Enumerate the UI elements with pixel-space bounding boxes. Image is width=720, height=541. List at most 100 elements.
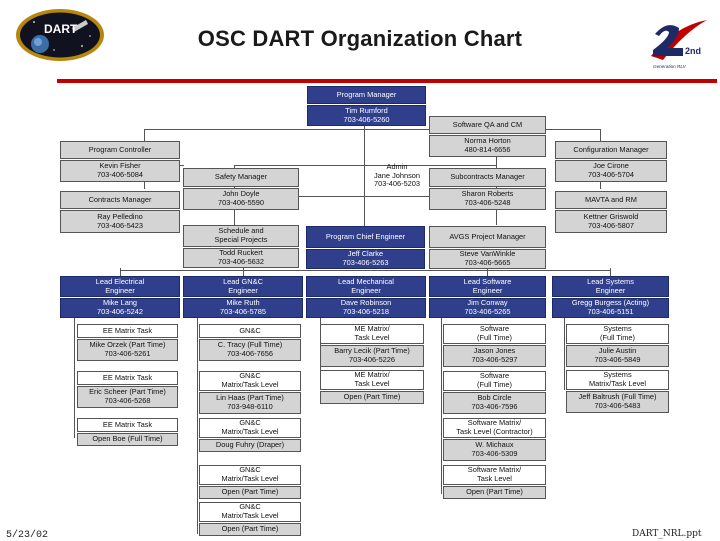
schedule-special-title-line1: Schedule and: [218, 226, 264, 236]
software-task-title-box: Software Matrix/Task Level (Contractor): [443, 418, 546, 438]
program-manager-phone: 703-406-5260: [343, 114, 390, 124]
program-controller-title: Program Controller: [88, 144, 152, 154]
program-manager-person: Tim Rumford 703-406-5260: [307, 105, 426, 126]
admin-phone: 703-406-5203: [373, 179, 421, 189]
task-title-line: Task Level: [354, 333, 390, 342]
task-title-line: ME Matrix/: [354, 324, 390, 334]
connector-line: [144, 129, 600, 130]
mavta-rm-box: MAVTA and RM: [555, 191, 667, 209]
task-person-line: 703-406-7596: [471, 402, 518, 411]
lead-name: Jim Conway: [467, 298, 508, 308]
mavta-rm-title: MAVTA and RM: [585, 194, 637, 204]
electrical-task-person-box: Eric Scheer (Part Time)703-406-5268: [77, 386, 178, 408]
lead-title-line1: Lead Systems: [587, 276, 634, 286]
lead-gnc-engineer-person: Mike Ruth 703-406-5785: [183, 298, 303, 318]
task-person-line: Lin Haas (Part Time): [216, 393, 284, 403]
task-person-line: W. Michaux: [475, 440, 514, 450]
task-title-line: Software: [479, 324, 510, 334]
gnc-task-title-box: GN&C: [199, 324, 301, 338]
lead-title-line2: Engineer: [472, 285, 503, 295]
software-task-title-box: Software(Full Time): [443, 324, 546, 344]
program-manager-title: Program Manager: [336, 89, 397, 99]
safety-manager-box: Safety Manager: [183, 168, 299, 187]
avgs-project-manager-phone: 703-406-5665: [464, 258, 511, 267]
gnc-task-person-box: C. Tracy (Full Time)703-406-7656: [199, 339, 301, 361]
sw-qa-cm-title: Software QA and CM: [452, 119, 523, 129]
safety-manager-title: Safety Manager: [214, 172, 268, 182]
task-person-line: Open Boe (Full Time): [92, 434, 163, 444]
gnc-task-person-box: Lin Haas (Part Time)703-948-6110: [199, 392, 301, 414]
lead-title-line1: Lead Software: [463, 276, 512, 286]
second-gen-mark: 2nd: [685, 46, 702, 56]
electrical-task-person-box: Open Boe (Full Time): [77, 433, 178, 446]
connector-line: [564, 318, 565, 390]
admin-title: Admin: [386, 162, 408, 172]
task-title-line: GN&C: [239, 371, 261, 381]
footer-date: 5/23/02: [6, 530, 49, 541]
configuration-manager-box: Configuration Manager: [555, 141, 667, 159]
subcontracts-manager-person: Sharon Roberts 703-406-5248: [429, 188, 546, 210]
mechanical-task-person-box: Barry Lecik (Part Time)703-406-5226: [320, 345, 424, 367]
task-person-line: 703-406-5261: [104, 349, 151, 358]
lead-software-engineer-person: Jim Conway 703-406-5265: [429, 298, 546, 318]
task-person-line: Open (Part Time): [221, 487, 279, 497]
task-title-line: GN&C: [239, 325, 261, 335]
program-controller-phone: 703-406-5084: [96, 170, 144, 179]
task-person-line: 703-406-5297: [471, 355, 518, 364]
subcontracts-manager-title: Subcontracts Manager: [450, 172, 525, 182]
program-chief-engineer-name: Jeff Clarke: [347, 249, 384, 259]
task-title-line: (Full Time): [600, 333, 635, 342]
electrical-task-person-box: Mike Orzek (Part Time)703-406-5261: [77, 339, 178, 361]
sw-qa-cm-box: Software QA and CM: [429, 116, 546, 134]
schedule-special-title-line2: Special Projects: [214, 235, 268, 244]
systems-task-title-box: Systems(Full Time): [566, 324, 669, 344]
schedule-special-name: Todd Ruckert: [219, 248, 263, 258]
mechanical-task-title-box: ME Matrix/Task Level: [320, 324, 424, 344]
electrical-task-title-box: EE Matrix Task: [77, 371, 178, 385]
program-controller-name: Kevin Fisher: [99, 161, 141, 171]
connector-line: [610, 268, 611, 276]
task-title-line: Matrix/Task Level: [221, 511, 279, 520]
lead-title-line1: Lead Mechanical: [338, 276, 394, 286]
connector-line: [299, 196, 429, 197]
second-generation-rlv-logo: 2nd Generation RLV: [645, 16, 711, 76]
connector-line: [234, 165, 496, 166]
software-task-title-box: Software(Full Time): [443, 371, 546, 391]
lead-mechanical-engineer-box: Lead Mechanical Engineer: [306, 276, 426, 297]
task-title-line: ME Matrix/: [354, 370, 390, 380]
task-person-line: Jeff Baltrush (Full Time): [578, 392, 657, 402]
program-chief-engineer-box: Program Chief Engineer: [306, 226, 425, 248]
contracts-manager-box: Contracts Manager: [60, 191, 180, 209]
gnc-task-person-box: Open (Part Time): [199, 523, 301, 536]
configuration-manager-name: Joe Cirone: [593, 161, 629, 171]
subcontracts-manager-name: Sharon Roberts: [461, 189, 514, 199]
subcontracts-manager-box: Subcontracts Manager: [429, 168, 546, 187]
task-title-line: (Full Time): [477, 333, 512, 342]
task-title-line: GN&C: [239, 502, 261, 512]
task-person-line: 703-406-5483: [594, 401, 641, 410]
gnc-task-person-box: Open (Part Time): [199, 486, 301, 499]
task-title-line: (Full Time): [477, 380, 512, 389]
task-person-line: Barry Lecik (Part Time): [334, 346, 410, 356]
connector-line: [487, 268, 488, 276]
lead-name: Mike Lang: [102, 298, 138, 308]
connector-line: [180, 165, 184, 166]
task-person-line: Open (Part Time): [221, 524, 279, 534]
lead-phone: 703-406-5785: [219, 307, 267, 316]
avgs-project-manager-name: Steve VanWinkle: [459, 249, 516, 259]
connector-line: [144, 129, 145, 141]
safety-manager-phone: 703-406-5590: [217, 198, 265, 207]
lead-title-line2: Engineer: [105, 285, 135, 295]
connector-line: [120, 268, 121, 276]
lead-phone: 703-406-5151: [587, 307, 634, 316]
lead-title-line1: Lead Electrical: [95, 276, 145, 286]
connector-line: [197, 318, 198, 534]
connector-line: [441, 318, 442, 494]
contracts-manager-title: Contracts Manager: [88, 194, 152, 204]
lead-electrical-engineer-person: Mike Lang 703-406-5242: [60, 298, 180, 318]
lead-mechanical-engineer-person: Dave Robinson 703-406-5218: [306, 298, 426, 318]
